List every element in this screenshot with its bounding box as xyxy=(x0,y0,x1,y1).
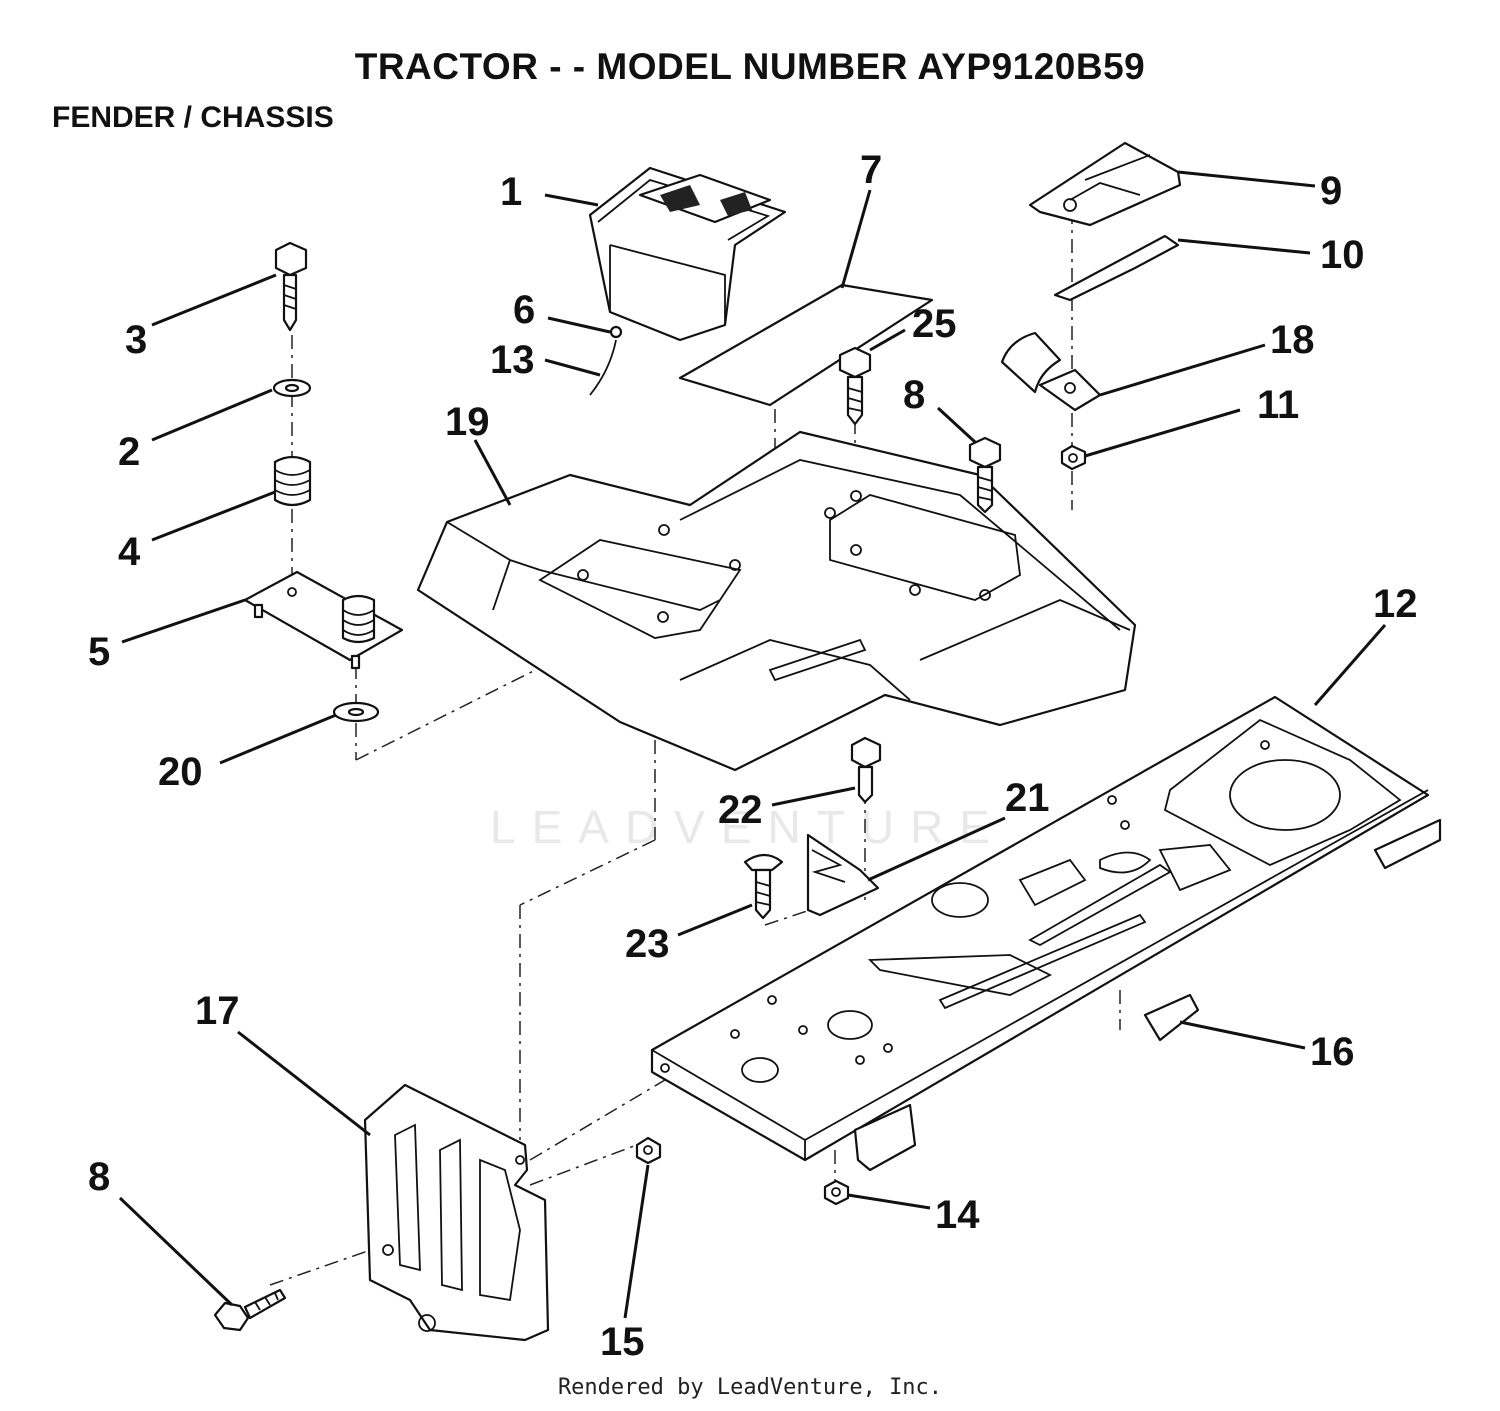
callout-22: 22 xyxy=(718,788,763,832)
lever-bracket-parts xyxy=(1000,141,1182,471)
bolts-25-8 xyxy=(838,346,1002,514)
callout-18: 18 xyxy=(1270,318,1315,362)
callout-1: 1 xyxy=(500,170,522,214)
part-19-fender xyxy=(416,430,1137,772)
callout-8-bottom: 8 xyxy=(88,1155,110,1199)
section-title: FENDER / CHASSIS xyxy=(52,101,334,134)
part-7-pad xyxy=(678,283,934,407)
callout-10: 10 xyxy=(1320,233,1365,277)
callout-4: 4 xyxy=(118,530,141,574)
callout-13: 13 xyxy=(490,338,535,382)
callout-25: 25 xyxy=(912,302,957,346)
callout-3: 3 xyxy=(125,318,147,362)
callout-2: 2 xyxy=(118,430,140,474)
watermark-text: LEADVENTURE xyxy=(490,801,1006,853)
part-1-battery-box xyxy=(588,166,787,342)
callout-12: 12 xyxy=(1373,582,1418,626)
part-16-clip xyxy=(1143,993,1200,1042)
callout-11: 11 xyxy=(1257,383,1299,427)
callout-19: 19 xyxy=(445,400,490,444)
callout-15: 15 xyxy=(600,1320,645,1364)
callout-7: 7 xyxy=(860,148,882,192)
callout-14: 14 xyxy=(935,1193,980,1237)
page-title: TRACTOR - - MODEL NUMBER AYP9120B59 xyxy=(354,46,1146,87)
callout-23: 23 xyxy=(625,922,670,966)
hardware-21-22-23 xyxy=(743,736,882,920)
footer-credit: Rendered by LeadVenture, Inc. xyxy=(557,1375,943,1400)
callout-16: 16 xyxy=(1310,1030,1355,1074)
part-6-13-vent-tube xyxy=(589,325,623,396)
callout-21: 21 xyxy=(1005,776,1050,820)
callout-20: 20 xyxy=(158,750,203,794)
callout-labels: 1 2 3 4 5 6 7 8 8 9 10 11 12 13 14 15 16… xyxy=(88,148,1418,1364)
callout-9: 9 xyxy=(1320,169,1342,213)
callout-8-top: 8 xyxy=(903,373,925,417)
bottom-hardware xyxy=(213,1136,850,1332)
seat-spring-hardware xyxy=(243,241,404,723)
part-17-front-plate xyxy=(363,1083,550,1342)
callout-5: 5 xyxy=(88,630,110,674)
leader-lines xyxy=(118,170,1387,1319)
part-12-frame xyxy=(650,695,1442,1172)
callout-17: 17 xyxy=(195,989,240,1033)
callout-6: 6 xyxy=(513,288,535,332)
